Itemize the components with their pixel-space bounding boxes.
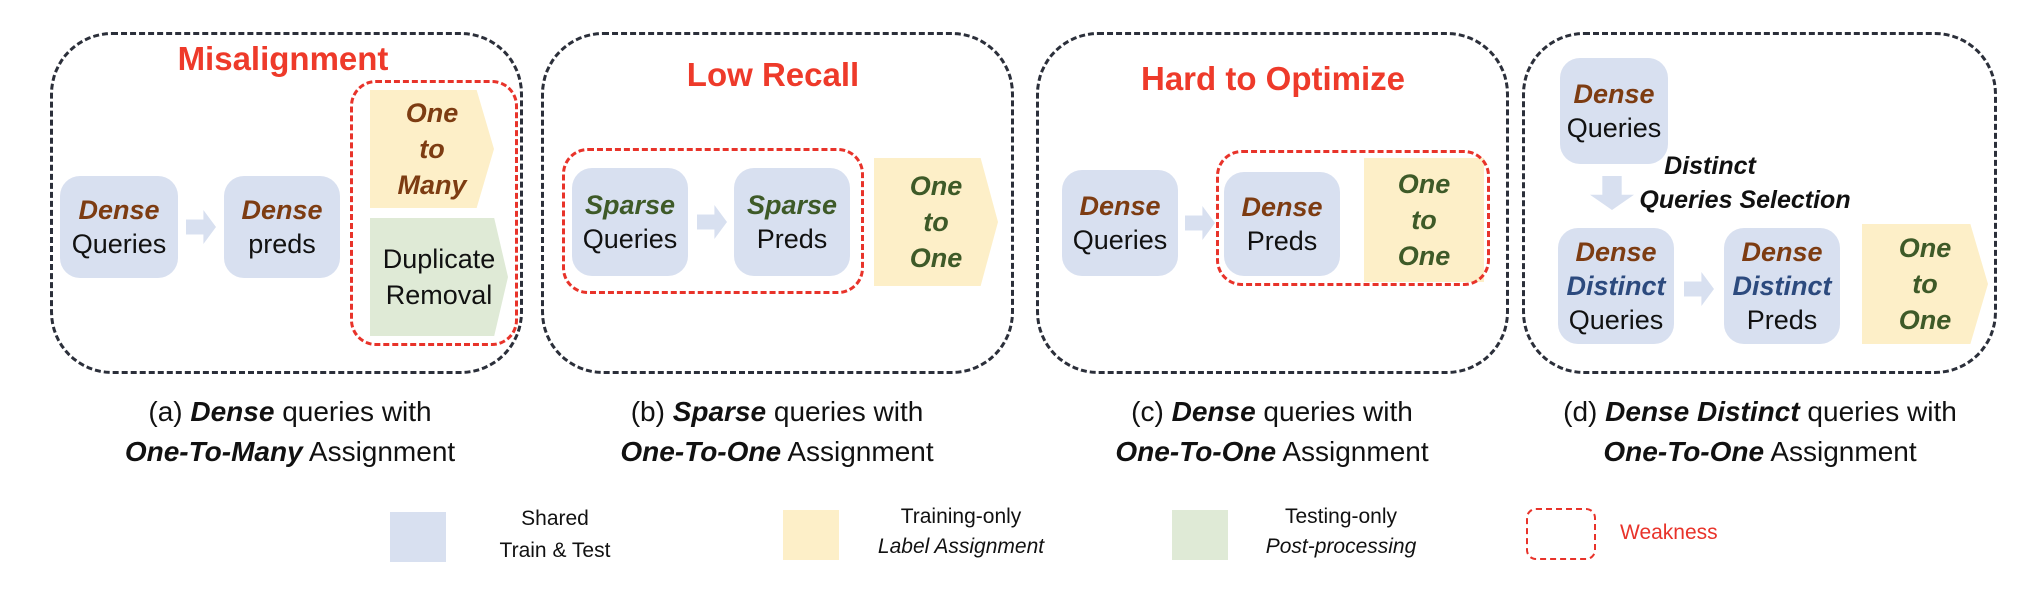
panel-a-duplicate-removal: Duplicate Removal <box>370 218 508 336</box>
panel-d-top-queries-word: Queries <box>1566 113 1662 143</box>
panel-b-caption-rest: queries with <box>766 396 924 427</box>
panel-b-assign-3: One <box>909 243 963 273</box>
panel-a-one-to-many: One to Many <box>370 90 494 208</box>
panel-b-preds-box: Sparse Preds <box>734 168 850 276</box>
panel-d-caption-kw2: One-To-One <box>1603 436 1765 467</box>
panel-a-preds-word: preds <box>248 229 316 259</box>
panel-a-weakness-frame <box>350 80 518 346</box>
panel-d-top-queries-box: Dense Queries <box>1560 58 1668 164</box>
panel-b-caption-kw2: One-To-One <box>620 436 782 467</box>
panel-d-assign-2: to <box>1912 269 1938 299</box>
legend-weakness-text: Weakness <box>1620 521 1718 544</box>
panel-b <box>541 32 1014 374</box>
panel-c-caption-rest2: Assignment <box>1276 436 1429 467</box>
panel-a-queries-box: Dense Queries <box>60 176 178 278</box>
panel-a-assign-2: to <box>419 134 445 164</box>
panel-a-queries-kw: Dense <box>78 195 160 225</box>
panel-a-title: Misalignment <box>177 40 389 77</box>
panel-a-caption-rest2: Assignment <box>302 436 456 467</box>
panel-d-one-to-one: One to One <box>1862 224 1988 344</box>
panel-a-post-2: Removal <box>385 280 493 310</box>
panel-b-one-to-one: One to One <box>874 158 998 286</box>
panel-b-caption-kw: Sparse <box>672 396 767 427</box>
panel-d-caption: (d) Dense Distinct queries with One-To-O… <box>1500 392 2020 472</box>
panel-d-caption-rest: queries with <box>1799 396 1957 427</box>
legend-testing-text: Testing-only Post-processing <box>1236 502 1446 562</box>
panel-a-caption-kw: Dense <box>190 396 275 427</box>
panel-b-caption-prefix: (b) <box>630 396 673 427</box>
panel-b-preds-word: Preds <box>756 224 828 254</box>
panel-c-preds-box: Dense Preds <box>1224 172 1340 276</box>
panel-d-preds-kw: Dense <box>1741 237 1823 267</box>
panel-d-caption-rest2: Assignment <box>1764 436 1917 467</box>
panel-c-preds-word: Preds <box>1246 226 1318 256</box>
panel-a-caption-kw2: One-To-Many <box>124 436 303 467</box>
panel-a-caption-rest: queries with <box>274 396 432 427</box>
panel-b-queries-box: Sparse Queries <box>572 168 688 276</box>
panel-b-assign-1: One <box>909 171 963 201</box>
panel-c-preds-kw: Dense <box>1241 192 1323 222</box>
panel-b-caption-rest2: Assignment <box>781 436 934 467</box>
panel-c-assign-3: One <box>1397 241 1451 271</box>
panel-b-queries-word: Queries <box>582 224 678 254</box>
panel-d-queries-box: Dense Distinct Queries <box>1558 228 1674 344</box>
panel-d-queries-word: Queries <box>1568 305 1664 335</box>
panel-c-assign-2: to <box>1411 205 1437 235</box>
legend-shared-text: Shared Train & Test <box>450 504 660 566</box>
panel-a-caption-prefix: (a) <box>148 396 191 427</box>
legend-testing-line2: Post-processing <box>1265 535 1417 558</box>
panel-b-title: Low Recall <box>686 56 860 93</box>
panel-b-caption: (b) Sparse queries with One-To-One Assig… <box>527 392 1027 472</box>
panel-c-queries-word: Queries <box>1072 225 1168 255</box>
panel-c-caption-kw: Dense <box>1171 396 1256 427</box>
panel-c-weakness-frame <box>1216 150 1490 286</box>
panel-c-caption-prefix: (c) <box>1131 396 1172 427</box>
panel-d-preds-box: Dense Distinct Preds <box>1724 228 1840 344</box>
panel-d-assign-3: One <box>1898 305 1952 335</box>
panel-c-caption-rest: queries with <box>1255 396 1413 427</box>
panel-d <box>1522 32 1997 374</box>
panel-b-queries-kw: Sparse <box>584 190 676 220</box>
panel-d-preds-word: Preds <box>1746 305 1818 335</box>
panel-d-queries-kw-b: Distinct <box>1566 271 1666 301</box>
legend-training-line1: Training-only <box>900 505 1022 528</box>
panel-d-top-queries-kw: Dense <box>1573 79 1655 109</box>
panel-d-queries-kw: Dense <box>1575 237 1657 267</box>
panel-d-caption-kw: Dense Distinct <box>1605 396 1800 427</box>
panel-a-caption: (a) Dense queries with One-To-Many Assig… <box>40 392 540 472</box>
panel-a-assign-1: One <box>405 98 459 128</box>
panel-c-queries-kw: Dense <box>1079 191 1161 221</box>
legend-shared-line2: Train & Test <box>499 539 611 562</box>
legend-shared-line1: Shared <box>521 507 589 530</box>
panel-c-caption-kw2: One-To-One <box>1115 436 1277 467</box>
panel-b-preds-kw: Sparse <box>746 190 838 220</box>
panel-d-assign-1: One <box>1898 233 1952 263</box>
panel-d-selection-line-2: Queries Selection <box>1639 186 1851 214</box>
panel-b-assign-2: to <box>923 207 949 237</box>
legend-testing-swatch <box>1172 510 1228 560</box>
panel-a-queries-word: Queries <box>71 229 167 259</box>
panel-d-caption-prefix: (d) <box>1563 396 1606 427</box>
panel-c <box>1036 32 1509 374</box>
panel-c-caption: (c) Dense queries with One-To-One Assign… <box>1022 392 1522 472</box>
legend-weakness-swatch <box>1526 508 1596 560</box>
panel-c-title: Hard to Optimize <box>1140 60 1406 97</box>
legend-testing-line1: Testing-only <box>1284 505 1398 528</box>
panel-d-selection-line-1: Distinct <box>1664 152 1756 180</box>
legend-training-line2: Label Assignment <box>877 535 1045 558</box>
panel-b-weakness-frame <box>562 148 864 294</box>
panel-a-preds-box: Dense preds <box>224 176 340 278</box>
legend-shared-swatch <box>390 512 446 562</box>
legend-training-text: Training-only Label Assignment <box>846 502 1076 562</box>
panel-a <box>50 32 523 374</box>
panel-a-preds-kw: Dense <box>241 195 323 225</box>
panel-c-queries-box: Dense Queries <box>1062 170 1178 276</box>
panel-a-post-1: Duplicate <box>382 244 496 274</box>
legend-training-swatch <box>783 510 839 560</box>
panel-d-preds-kw-b: Distinct <box>1732 271 1832 301</box>
panel-a-assign-3: Many <box>397 170 467 200</box>
panel-c-assign-1: One <box>1397 169 1451 199</box>
